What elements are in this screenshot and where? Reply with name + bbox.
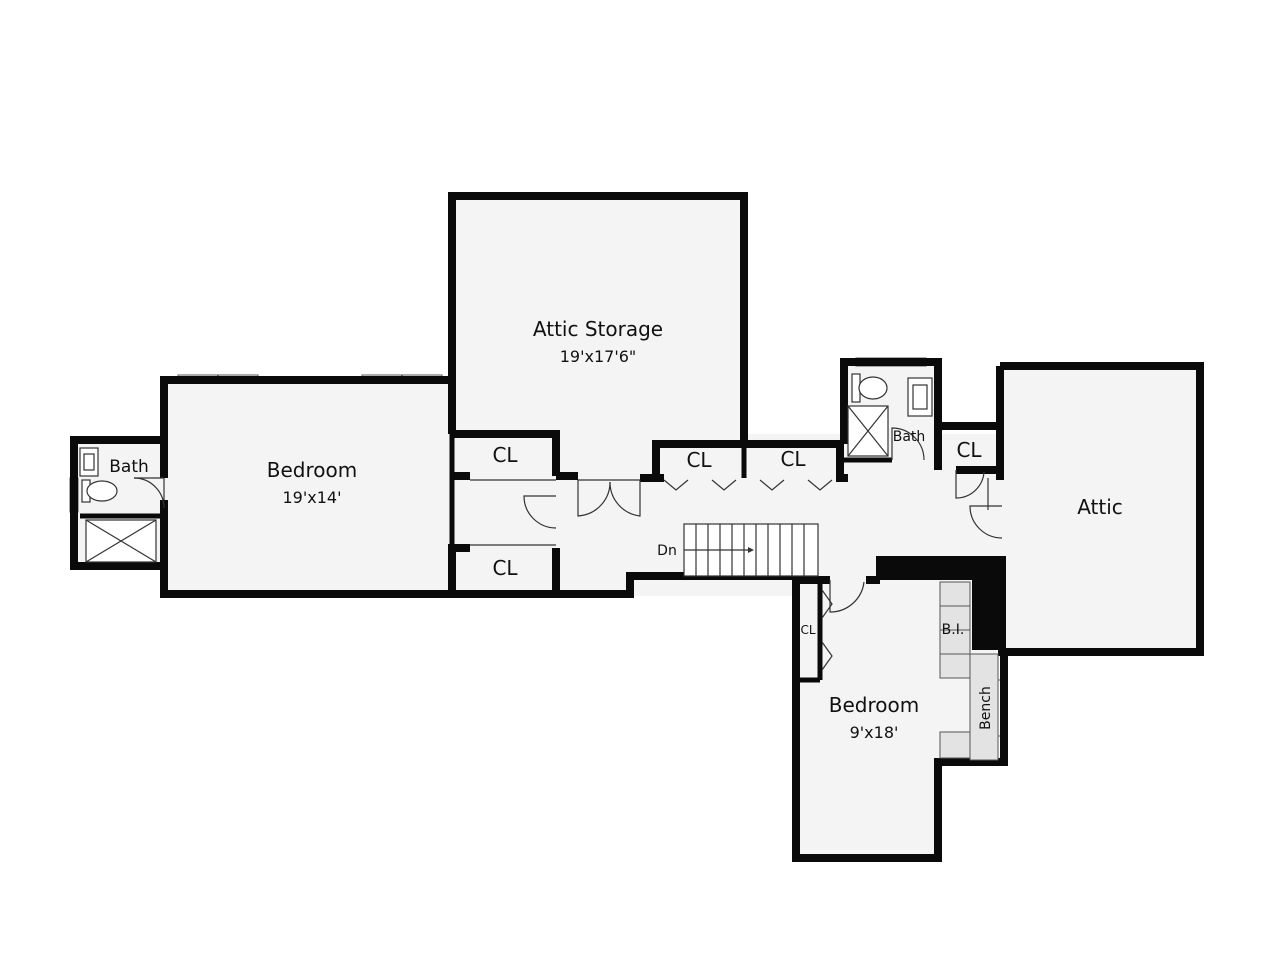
bench-side xyxy=(939,731,971,759)
door-swing xyxy=(577,480,611,517)
door-swing xyxy=(609,480,641,517)
bench-label: Bench xyxy=(978,686,994,730)
labels: Attic Storage 19'x17'6" Bedroom 19'x14' … xyxy=(109,317,1123,742)
built-in-shelf xyxy=(939,629,971,655)
bedroom-lower-dims: 9'x18' xyxy=(850,723,899,742)
closet-label: CL xyxy=(956,438,982,462)
door-swing xyxy=(829,580,865,613)
attic-storage-dims: 19'x17'6" xyxy=(560,347,637,366)
bath-left-name: Bath xyxy=(109,457,149,477)
room-fills xyxy=(74,196,1200,858)
bedroom-lower-name: Bedroom xyxy=(829,693,919,717)
sink xyxy=(907,377,933,417)
bedroom-left-dims: 19'x14' xyxy=(283,488,342,507)
door-swing xyxy=(523,495,557,529)
stairs xyxy=(683,523,819,577)
stairs-label: Dn xyxy=(657,543,677,559)
attic-storage-name: Attic Storage xyxy=(533,317,663,341)
toilet xyxy=(86,480,118,502)
bedroom-left-floor xyxy=(164,380,454,594)
bedroom-left-name: Bedroom xyxy=(267,458,357,482)
bench xyxy=(969,653,999,761)
bath-right-name: Bath xyxy=(893,429,926,445)
closet-label: CL xyxy=(686,448,712,472)
door-swing xyxy=(891,427,925,461)
closet-label: CL xyxy=(492,556,518,580)
sink xyxy=(79,447,99,477)
closet-label: CL xyxy=(780,447,806,471)
closet-label: CL xyxy=(492,443,518,467)
closet-small-label: CL xyxy=(800,623,815,637)
attic-floor xyxy=(1002,364,1200,652)
door-swing xyxy=(955,470,985,499)
doors xyxy=(133,427,1003,671)
door-swing xyxy=(969,505,1003,539)
built-in-shelf xyxy=(939,653,971,679)
fixtures xyxy=(79,373,999,761)
built-in-shelf xyxy=(939,581,971,607)
built-in-label: B.I. xyxy=(942,622,965,638)
toilet xyxy=(858,376,888,400)
attic-name: Attic xyxy=(1077,495,1123,519)
